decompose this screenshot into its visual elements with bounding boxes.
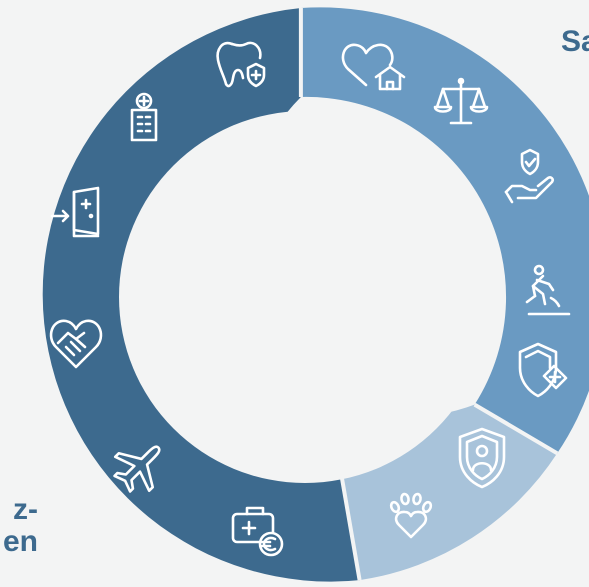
hand-shield-icon bbox=[504, 148, 554, 204]
scales-icon bbox=[433, 77, 489, 125]
partial-label-bottom-left: z- en bbox=[0, 494, 38, 558]
partial-label-top-right: Sa bbox=[561, 25, 589, 58]
handshake-heart-icon bbox=[49, 319, 103, 369]
shield-plus-icon bbox=[518, 342, 568, 398]
mid-segment bbox=[300, 7, 589, 454]
partial-label-line-2: en bbox=[2, 525, 38, 558]
tooth-shield-icon bbox=[216, 41, 266, 88]
paw-heart-icon bbox=[389, 492, 433, 539]
airplane-icon bbox=[113, 445, 161, 493]
shield-person-icon bbox=[458, 427, 506, 489]
person-falling-icon bbox=[525, 264, 571, 316]
medical-bag-euro-icon bbox=[231, 506, 284, 557]
door-exit-icon bbox=[50, 186, 100, 238]
partial-label-line-1: z- bbox=[13, 493, 38, 526]
heart-house-icon bbox=[341, 43, 406, 91]
hospital-icon bbox=[130, 92, 158, 142]
